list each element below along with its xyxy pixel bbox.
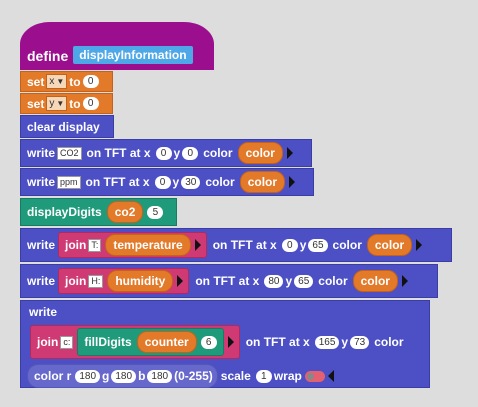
color-label: color <box>203 146 233 160</box>
chevron-down-icon: ▼ <box>56 99 65 108</box>
clear-display-block[interactable]: clear display <box>20 115 114 138</box>
join-block[interactable]: join H: humidity <box>58 268 190 294</box>
counter-row: join c: fillDigits counter 6 on TFT at x… <box>27 325 407 359</box>
y-label: y <box>299 238 307 252</box>
g-label: g <box>102 369 110 383</box>
text-input[interactable]: H: <box>88 274 104 288</box>
value-input[interactable]: 0 <box>82 97 99 110</box>
arrow-right-icon <box>289 176 296 188</box>
write-ppm-block[interactable]: write ppm on TFT at x 0 y 30 color color <box>20 168 314 196</box>
b-input[interactable]: 180 <box>147 369 173 383</box>
display-digits-label: displayDigits <box>27 205 102 219</box>
join-block[interactable]: join T: temperature <box>58 232 207 258</box>
variable-dropdown[interactable]: x▼ <box>46 74 68 89</box>
to-label: to <box>69 96 81 111</box>
color-variable[interactable]: color <box>366 234 413 256</box>
x-input[interactable]: 0 <box>281 238 298 252</box>
text-input[interactable]: T: <box>88 238 102 252</box>
x-input[interactable]: 80 <box>264 274 284 288</box>
to-label: to <box>69 74 81 89</box>
function-name-field[interactable]: displayInformation <box>73 46 193 64</box>
write-label: write <box>27 175 56 189</box>
y-label: y <box>285 274 293 288</box>
fill-digits-label: fillDigits <box>84 335 132 349</box>
color-r-label: color r <box>34 369 72 383</box>
scale-input[interactable]: 1 <box>255 369 272 383</box>
clear-display-label: clear display <box>27 119 100 134</box>
define-hat-block[interactable]: define displayInformation <box>20 22 214 70</box>
join-label: join <box>37 335 59 349</box>
join-label: join <box>65 274 87 288</box>
y-label: y <box>173 146 181 160</box>
x-input[interactable]: 0 <box>154 175 171 189</box>
wrap-label: wrap <box>273 369 302 383</box>
humidity-variable[interactable]: humidity <box>107 270 174 292</box>
arrow-right-icon <box>401 275 408 287</box>
write-label: write <box>27 238 56 252</box>
y-input[interactable]: 73 <box>350 335 370 349</box>
write-co2-block[interactable]: write CO2 on TFT at x 0 y 0 color color <box>20 139 312 167</box>
scale-label: scale <box>220 369 251 383</box>
value-input[interactable]: 0 <box>82 75 99 88</box>
r-input[interactable]: 180 <box>75 369 101 383</box>
variable-dropdown[interactable]: y▼ <box>46 96 68 111</box>
g-input[interactable]: 180 <box>111 369 137 383</box>
arrow-right-icon <box>194 239 201 251</box>
y-input[interactable]: 65 <box>308 238 328 252</box>
temperature-variable[interactable]: temperature <box>105 234 191 256</box>
counter-variable[interactable]: counter <box>136 331 197 353</box>
digits-input[interactable]: 5 <box>147 205 164 219</box>
write-label: write <box>29 305 58 319</box>
x-input[interactable]: 0 <box>155 146 172 160</box>
set-x-block[interactable]: set x▼ to 0 <box>20 71 113 92</box>
define-keyword: define <box>27 48 69 64</box>
join-block[interactable]: join c: fillDigits counter 6 <box>30 325 240 359</box>
write-label: write <box>27 274 56 288</box>
chevron-down-icon: ▼ <box>56 77 65 86</box>
on-tft-label: on TFT at x <box>195 274 260 288</box>
on-tft-label: on TFT at x <box>86 146 151 160</box>
display-digits-block[interactable]: displayDigits co2 5 <box>20 198 177 226</box>
join-label: join <box>65 238 87 252</box>
arrow-right-icon <box>227 336 234 348</box>
color-label: color <box>332 238 362 252</box>
y-label: y <box>341 335 349 349</box>
on-tft-label: on TFT at x <box>212 238 277 252</box>
fill-digits-block[interactable]: fillDigits counter 6 <box>77 328 224 356</box>
range-label: (0-255) <box>174 369 213 383</box>
color-variable[interactable]: color <box>352 270 398 292</box>
b-label: b <box>138 369 146 383</box>
wrap-toggle[interactable] <box>304 370 325 382</box>
on-tft-label: on TFT at x <box>85 175 150 189</box>
text-input[interactable]: ppm <box>57 175 81 189</box>
text-input[interactable]: CO2 <box>57 146 82 160</box>
y-input[interactable]: 65 <box>294 274 314 288</box>
y-input[interactable]: 0 <box>182 146 199 160</box>
text-input[interactable]: c: <box>60 335 74 349</box>
digits-input[interactable]: 6 <box>200 335 217 349</box>
color-variable[interactable]: color <box>239 171 286 193</box>
write-temperature-block[interactable]: write join T: temperature on TFT at x 0 … <box>20 228 452 262</box>
on-tft-label: on TFT at x <box>245 335 310 349</box>
arrow-right-icon <box>286 147 293 159</box>
write-humidity-block[interactable]: write join H: humidity on TFT at x 80 y … <box>20 264 438 298</box>
set-label: set <box>27 96 45 111</box>
color-variable[interactable]: color <box>237 142 283 164</box>
color-label: color <box>318 274 348 288</box>
color-scale-row: color r 180 g 180 b 180 (0-255) scale 1 … <box>27 364 334 388</box>
write-counter-block[interactable]: write join c: fillDigits counter 6 on TF… <box>20 300 430 388</box>
arrow-right-icon <box>177 275 184 287</box>
x-input[interactable]: 165 <box>314 335 340 349</box>
set-y-block[interactable]: set y▼ to 0 <box>20 93 113 114</box>
color-label: color <box>205 175 235 189</box>
color-label: color <box>374 335 404 349</box>
y-input[interactable]: 30 <box>181 175 201 189</box>
set-label: set <box>27 74 45 89</box>
arrow-right-icon <box>416 239 423 251</box>
y-label: y <box>172 175 180 189</box>
arrow-left-icon <box>327 370 334 382</box>
co2-variable[interactable]: co2 <box>106 201 144 223</box>
write-label: write <box>27 146 56 160</box>
color-rgb-block[interactable]: color r 180 g 180 b 180 (0-255) <box>27 364 218 388</box>
